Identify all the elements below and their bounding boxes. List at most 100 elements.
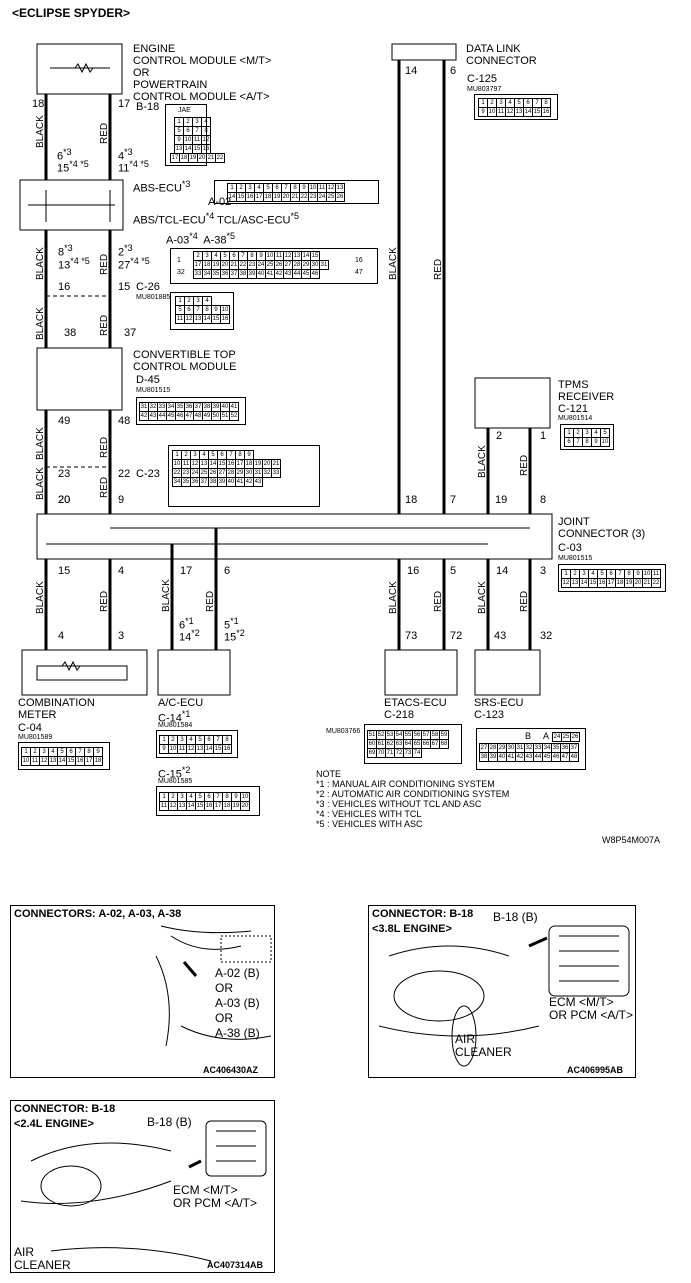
connector-pin: 22: [215, 153, 225, 163]
meter-connector-id: C-04: [18, 722, 42, 734]
dlc-connector-id: C-125: [467, 73, 497, 85]
ac-alt-left-2: 14*2: [179, 628, 200, 644]
wire-label-red-dlc: RED: [433, 258, 444, 280]
ac-part-number-2: MU801585: [158, 778, 193, 785]
note-4: *4 : VEHICLES WITH TCL: [316, 809, 422, 819]
connector-pin: 33: [271, 468, 281, 478]
photo-2-heading: CONNECTOR: B-18: [372, 908, 474, 920]
ecm-label-3: OR: [133, 67, 150, 79]
abs-box: [19, 179, 124, 231]
dlc-label-1: DATA LINK: [466, 43, 521, 55]
photo-3-code: AC407314AB: [207, 1260, 264, 1270]
dlc-label-2: CONNECTOR: [466, 55, 537, 67]
dlc-part-number: MU803797: [467, 86, 502, 93]
photo-1-a03: A-03 (B): [215, 996, 260, 1010]
photo-3-air-2: CLEANER: [14, 1258, 71, 1272]
wire-label-red-meter: RED: [99, 590, 110, 612]
joint-bot-pin-2: 4: [118, 565, 125, 577]
tpms-label-2: RECEIVER: [558, 391, 615, 403]
connector-pin: 26: [335, 192, 345, 202]
conv-pin-right: 48: [118, 415, 131, 427]
note-3: *3 : VEHICLES WITHOUT TCL AND ASC: [316, 799, 482, 809]
ecm-pin-right: 17: [118, 98, 131, 110]
connector-photo-b18-2-4l: CONNECTOR: B-18 <2.4L ENGINE> B-18 (B) E…: [10, 1100, 275, 1273]
connector-pin: 31: [319, 260, 329, 270]
c26-part-number: MU801885: [136, 294, 171, 301]
conv-pin-left: 49: [58, 415, 71, 427]
wire-label-black-dlc: BLACK: [388, 247, 399, 280]
engine-bay-illustration-3: [20, 1120, 267, 1262]
tpms-pin-right: 1: [540, 430, 547, 442]
note-2: *2 : AUTOMATIC AIR CONDITIONING SYSTEM: [316, 789, 510, 799]
c26-pin-left-bot: 38: [64, 327, 77, 339]
abs-connector-a03-a38: A-03*4 A-38*5: [166, 231, 236, 247]
ecm-pin-left: 18: [32, 98, 45, 110]
etacs-label: ETACS-ECU: [384, 697, 447, 709]
joint-label-2: CONNECTOR (3): [558, 528, 646, 540]
connector-pin: 16: [220, 314, 230, 324]
abs-pin-left-2: 13*4 *5: [58, 256, 90, 272]
c26-pin-right-top: 15: [118, 281, 131, 293]
srs-ecu-box: [474, 649, 541, 696]
wire-label-black-meter: BLACK: [35, 581, 46, 614]
connector-pin: 43: [253, 477, 263, 487]
c23-pin-right-top: 22: [118, 468, 131, 480]
tpms-box: [474, 377, 551, 429]
connector-pin: 16: [222, 744, 232, 754]
c23-connector-id: C-23: [136, 468, 160, 480]
wire-label-black-ac: BLACK: [161, 579, 172, 612]
c23-pin-right-bot: 9: [118, 494, 125, 506]
ac-alt-left-1: 6*1: [179, 616, 194, 632]
etacs-connector-id: C-218: [384, 709, 414, 721]
joint-bot-pin-7: 14: [496, 565, 509, 577]
ecm-alt-right-1: 4*3: [118, 147, 133, 163]
ecm-connector-id: B-18: [136, 101, 160, 113]
photo-2-ecm-1: ECM <M/T>: [549, 995, 614, 1009]
joint-connector-id: C-03: [558, 542, 582, 554]
tpms-label-1: TPMS: [558, 379, 589, 391]
ac-ecu-box: [157, 649, 231, 696]
ecm-label-1: ENGINE: [133, 43, 176, 55]
photo-2-connector: B-18 (B): [493, 910, 538, 924]
note-heading: NOTE: [316, 769, 342, 779]
photo-3-ecm-2: OR PCM <A/T>: [173, 1196, 258, 1210]
joint-top-pin-6: 8: [540, 494, 547, 506]
ac-connector-c15: C-15*2: [158, 765, 191, 781]
ecm-alt-left-2: 15*4 *5: [57, 159, 89, 175]
srs-label: SRS-ECU: [474, 697, 524, 709]
joint-top-pin-3: 18: [405, 494, 418, 506]
connector-pin: 16: [541, 107, 551, 117]
abs-pin-left-1: 8*3: [58, 243, 73, 259]
wire-label-black-1: BLACK: [35, 115, 46, 148]
wire-label-red-3: RED: [99, 314, 110, 336]
photo-3-connector: B-18 (B): [147, 1115, 192, 1129]
connector-pin: 74: [412, 748, 422, 758]
ac-ecu-label: A/C-ECU: [158, 697, 204, 709]
joint-top-pin-4: 7: [450, 494, 457, 506]
photo-2-heading-2: <3.8L ENGINE>: [372, 923, 452, 935]
conv-connector-id: D-45: [136, 374, 160, 386]
c26-pin-right-bot: 37: [124, 327, 137, 339]
figure-code: W8P54M007A: [602, 835, 661, 845]
ac-connector-c14: C-14*1: [158, 709, 191, 725]
srs-pin-right: 32: [540, 630, 553, 642]
convertible-top-box: [36, 347, 123, 411]
c26-pin-left-top: 16: [58, 281, 71, 293]
wire-label-black-4: BLACK: [35, 427, 46, 460]
photo-2-ecm-2: OR PCM <A/T>: [549, 1008, 634, 1022]
wire-label-red-srs: RED: [519, 590, 530, 612]
srs-connector-id: C-123: [474, 709, 504, 721]
joint-top-pin-1: 20: [58, 494, 71, 506]
dlc-box: [391, 43, 457, 61]
joint-bot-pin-8: 3: [540, 565, 547, 577]
note-1: *1 : MANUAL AIR CONDITIONING SYSTEM: [316, 779, 495, 789]
etacs-part-number: MU803766: [326, 728, 361, 735]
photo-1-a02: A-02 (B): [215, 966, 260, 980]
